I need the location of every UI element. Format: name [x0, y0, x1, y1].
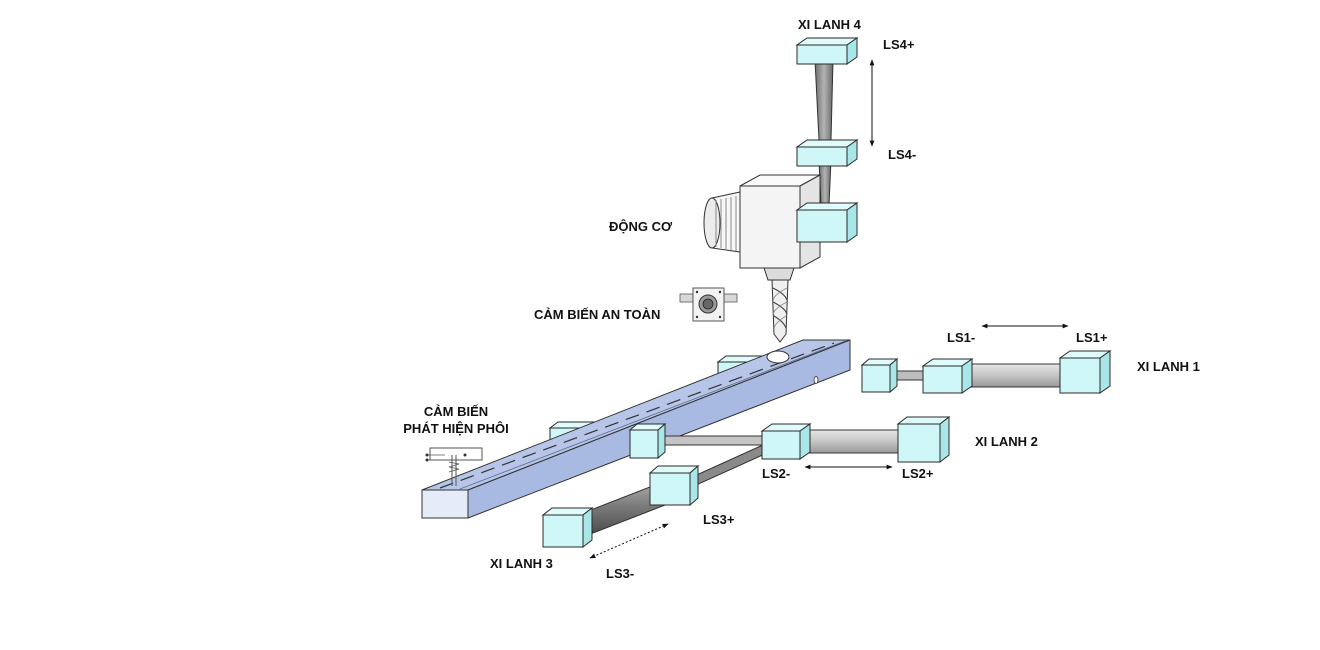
cylinder-4-top-block: [795, 37, 859, 65]
cylinder-4-middle-block: [795, 139, 859, 167]
cylinder-1-piston-block: [921, 358, 974, 394]
cylinder-3-label: XI LANH 3: [490, 556, 553, 571]
ls2-minus-label: LS2-: [762, 466, 791, 481]
ls3-plus-label: LS3+: [703, 512, 735, 527]
cylinder-1-end-block: [860, 357, 899, 394]
ls3-minus-label: LS3-: [606, 566, 635, 581]
cylinder-3-base-block: [541, 506, 594, 549]
cylinder-4-bottom-block: [795, 202, 859, 243]
ls4-minus-label: LS4-: [888, 147, 917, 162]
safety-sensor: [679, 287, 738, 322]
workpiece-sensor-label-line1: CẢM BIẾN: [423, 404, 489, 419]
cylinder-2-label: XI LANH 2: [975, 434, 1038, 449]
cylinder-1: [860, 350, 1112, 394]
cylinder-1-base-block: [1058, 350, 1112, 394]
motor-label: ĐỘNG CƠ: [609, 219, 673, 234]
workpiece-sensor-label-line2: PHÁT HIỆN PHÔI: [403, 421, 509, 436]
cylinder-2-end-block: [628, 422, 667, 460]
ls2-plus-label: LS2+: [902, 466, 934, 481]
cylinder-2-piston-block: [760, 423, 812, 460]
cylinder-2-base-block: [896, 415, 951, 464]
ls1-minus-label: LS1-: [947, 330, 976, 345]
cylinder-1-label: XI LANH 1: [1137, 359, 1200, 374]
cylinder-4-label: XI LANH 4: [798, 17, 861, 32]
cylinder-3-piston-block: [648, 464, 700, 507]
ls1-plus-label: LS1+: [1076, 330, 1108, 345]
safety-sensor-label: CẢM BIẾN AN TOÀN: [534, 307, 661, 322]
cylinder-3: [541, 423, 812, 549]
ls4-plus-label: LS4+: [883, 37, 915, 52]
workpiece-sensor: [425, 447, 483, 486]
cylinder-2: [628, 415, 951, 464]
